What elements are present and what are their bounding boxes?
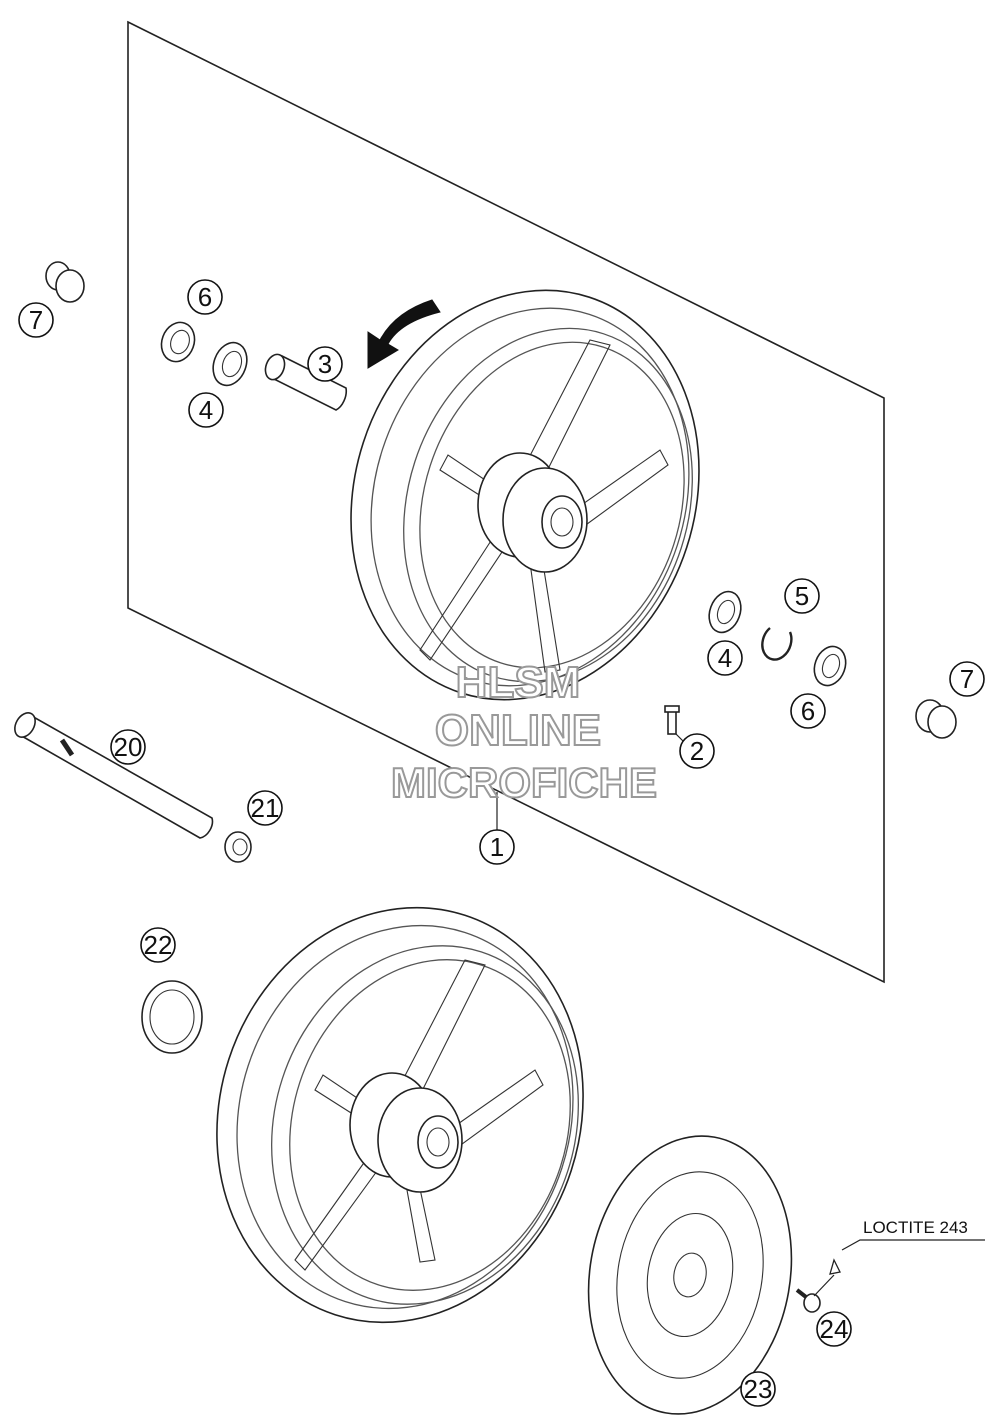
valve	[664, 705, 680, 735]
watermark: HLSM ONLINE MICROFICHE	[390, 657, 658, 807]
collar-nut	[224, 831, 252, 863]
loctite-note: LOCTITE 243	[863, 1218, 968, 1237]
callout-21: 21	[247, 790, 283, 826]
callout-4-right-label: 4	[718, 643, 732, 673]
callout-20-label: 20	[114, 732, 143, 762]
callout-3-label: 3	[318, 349, 332, 379]
callout-2-label: 2	[690, 736, 704, 766]
shaft-seal-left	[160, 321, 196, 363]
front-wheel-lower-view	[216, 906, 584, 1324]
brake-disc	[587, 1135, 793, 1415]
spacer-tube	[264, 353, 348, 411]
leader-lines	[496, 733, 985, 1297]
callout-7-right: 7	[949, 661, 985, 697]
shaft-seal-right	[813, 645, 847, 687]
callout-4-right: 4	[707, 640, 743, 676]
sensor-ring	[141, 980, 203, 1054]
callout-21-label: 21	[251, 793, 280, 823]
ball-bearing-left	[212, 341, 248, 387]
callout-22: 22	[140, 927, 176, 963]
spacer-cap-right	[915, 699, 957, 739]
callout-5: 5	[784, 578, 820, 614]
circlip	[761, 627, 793, 661]
callout-23-label: 23	[744, 1374, 773, 1404]
callout-4-left: 4	[188, 392, 224, 428]
wheel-spindle	[14, 712, 214, 839]
callout-22-label: 22	[144, 930, 173, 960]
callout-4-left-label: 4	[199, 395, 213, 425]
front-wheel-assembly	[350, 289, 700, 701]
callout-6-left: 6	[187, 279, 223, 315]
callout-6-right-label: 6	[801, 696, 815, 726]
callout-6-right: 6	[790, 693, 826, 729]
callout-6-left-label: 6	[198, 282, 212, 312]
callout-7-left: 7	[18, 302, 54, 338]
callout-1: 1	[479, 829, 515, 865]
spacer-cap-left	[45, 261, 85, 303]
callout-7-right-label: 7	[960, 664, 974, 694]
rotation-arrow-icon	[367, 299, 441, 369]
callout-20: 20	[110, 729, 146, 765]
disc-screw	[795, 1258, 841, 1313]
watermark-line-3: MICROFICHE	[391, 759, 657, 806]
watermark-line-2: ONLINE	[435, 706, 601, 755]
callout-24: 24	[816, 1311, 852, 1347]
callout-7-left-label: 7	[29, 305, 43, 335]
callout-2: 2	[679, 733, 715, 769]
ball-bearing-right	[708, 590, 742, 634]
callout-23: 23	[740, 1371, 776, 1407]
callout-5-label: 5	[795, 581, 809, 611]
watermark-line-1: HLSM	[456, 658, 581, 707]
callout-24-label: 24	[820, 1314, 849, 1344]
callout-1-label: 1	[490, 832, 504, 862]
callout-3: 3	[307, 346, 343, 382]
